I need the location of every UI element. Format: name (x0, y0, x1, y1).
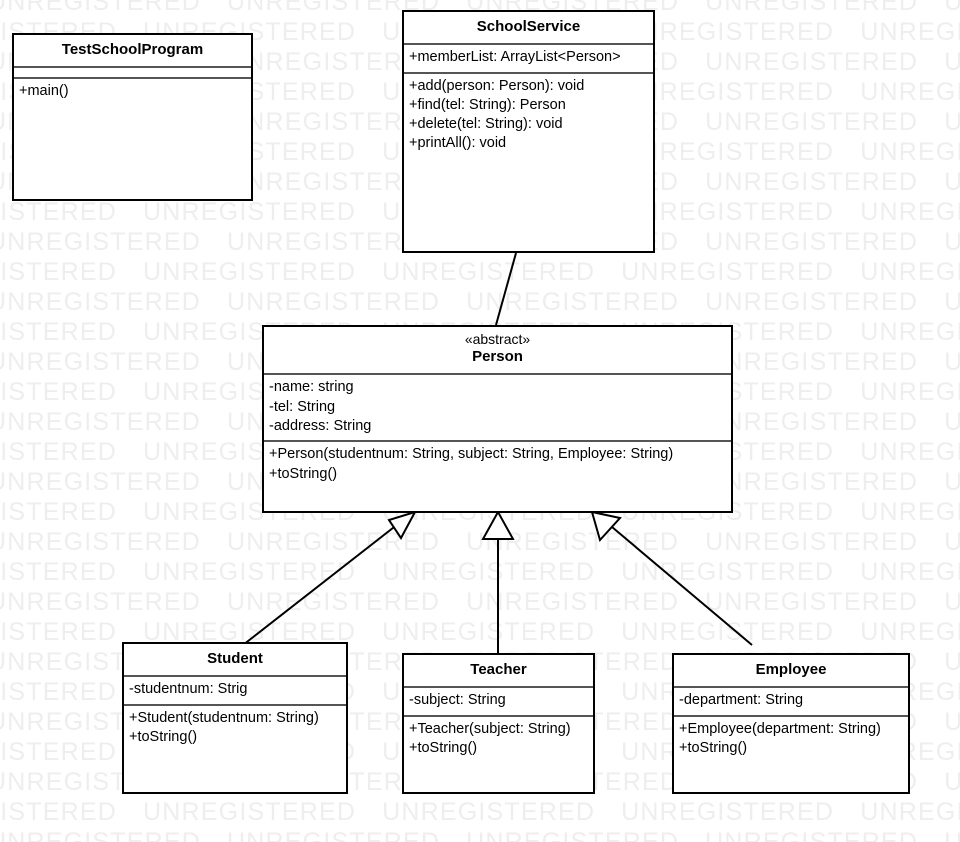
edge-student-person-line (242, 523, 399, 646)
class-member: +delete(tel: String): void (409, 116, 563, 133)
watermark-text: UNREGISTEREDUNREGISTEREDUNREGISTEREDUNRE… (0, 258, 960, 286)
generalization-arrowhead-student (387, 510, 418, 540)
generalization-arrowhead-employee (590, 510, 622, 543)
class-member: +main() (19, 83, 69, 100)
class-title-text: Teacher (470, 661, 527, 678)
class-member: +toString() (129, 728, 198, 745)
class-member: +Employee(department: String) (679, 720, 881, 737)
class-member: -tel: String (269, 398, 336, 415)
class-stereotype-person: «abstract» (464, 331, 531, 347)
class-member: -subject: String (409, 692, 506, 709)
class-title-text: SchoolService (476, 18, 581, 35)
class-title-text: Employee (755, 661, 827, 678)
operations-compartment-student: +Student(studentnum: String) +toString() (124, 703, 346, 792)
operations-compartment-teacher: +Teacher(subject: String) +toString() (404, 714, 593, 792)
class-title-text: Student (207, 650, 263, 667)
attributes-compartment-employee: -department: String (674, 686, 908, 714)
class-member: -studentnum: Strig (129, 681, 248, 698)
attributes-compartment-teacher: -subject: String (404, 686, 593, 714)
operations-compartment-test-school-program: +main() (14, 77, 251, 199)
class-member: +memberList: ArrayList<Person> (409, 49, 621, 66)
class-member: +Student(studentnum: String) (129, 709, 319, 726)
attributes-compartment-school-service: +memberList: ArrayList<Person> (404, 43, 653, 71)
class-name-employee: Employee (674, 655, 908, 686)
edge-employee-person-line (611, 526, 753, 646)
operations-compartment-person: +Person(studentnum: String, subject: Str… (264, 440, 731, 511)
class-box-school-service[interactable]: SchoolService +memberList: ArrayList<Per… (402, 10, 655, 253)
watermark-text: UNREGISTEREDUNREGISTEREDUNREGISTEREDUNRE… (0, 558, 960, 586)
class-name-person: «abstract» Person (264, 327, 731, 373)
class-name-teacher: Teacher (404, 655, 593, 686)
class-member: -address: String (269, 417, 372, 434)
class-title-text: Person (472, 348, 523, 366)
class-member: -department: String (679, 692, 804, 709)
generalization-arrowhead-teacher (481, 509, 515, 540)
class-box-employee[interactable]: Employee -department: String +Employee(d… (672, 653, 910, 794)
class-name-school-service: SchoolService (404, 12, 653, 43)
watermark-text: UNREGISTEREDUNREGISTEREDUNREGISTEREDUNRE… (0, 798, 960, 826)
class-box-person[interactable]: «abstract» Person -name: string -tel: Str… (262, 325, 733, 513)
class-member: +find(tel: String): Person (409, 96, 566, 113)
class-box-teacher[interactable]: Teacher -subject: String +Teacher(subjec… (402, 653, 595, 794)
class-name-student: Student (124, 644, 346, 675)
attributes-compartment-person: -name: string -tel: String -address: Strin… (264, 373, 731, 440)
class-title-text: TestSchoolProgram (61, 41, 204, 58)
class-member: +Teacher(subject: String) (409, 720, 571, 737)
class-member: +printAll(): void (409, 135, 507, 152)
class-box-test-school-program[interactable]: TestSchoolProgram +main() (12, 33, 253, 201)
attributes-compartment-test-school-program (14, 66, 251, 77)
operations-compartment-school-service: +add(person: Person): void +find(tel: Str… (404, 71, 653, 251)
class-member: +Person(studentnum: String, subject: Str… (269, 446, 674, 463)
attributes-compartment-student: -studentnum: Strig (124, 675, 346, 703)
class-member: +toString() (679, 739, 748, 756)
edge-schoolservice-person (495, 252, 517, 326)
class-member: -name: string (269, 379, 354, 396)
class-member: +add(person: Person): void (409, 77, 585, 94)
operations-compartment-employee: +Employee(department: String) +toString() (674, 714, 908, 792)
class-member: +toString() (269, 465, 338, 482)
class-member: +toString() (409, 739, 478, 756)
class-box-student[interactable]: Student -studentnum: Strig +Student(stud… (122, 642, 348, 794)
class-name-test-school-program: TestSchoolProgram (14, 35, 251, 66)
